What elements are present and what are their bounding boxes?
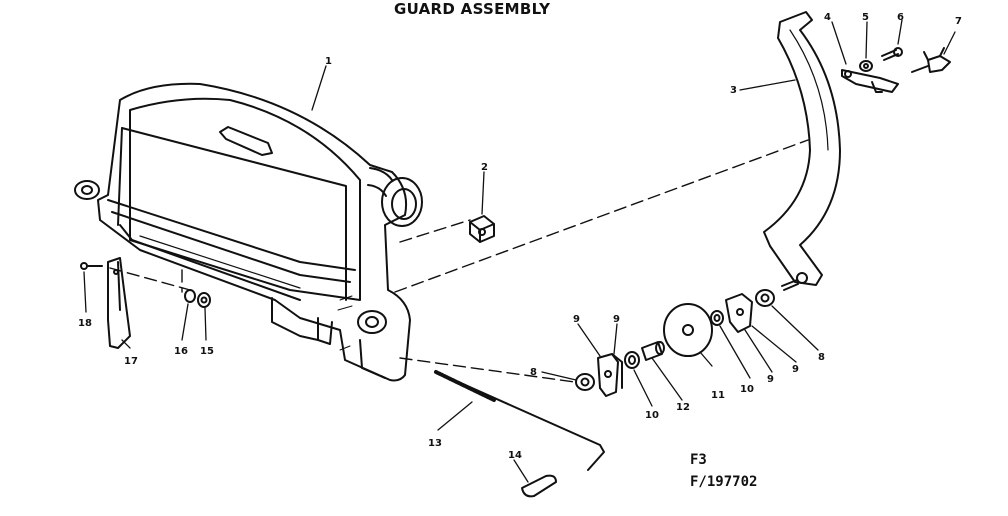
callout-10-b: 10 xyxy=(740,384,754,395)
callout-9-c: 9 xyxy=(767,374,774,385)
callout-labels: 1 2 3 4 5 6 7 8 8 9 9 9 9 10 10 11 12 13… xyxy=(78,12,962,461)
callout-3: 3 xyxy=(730,85,737,96)
square-nut xyxy=(469,215,495,243)
callout-18: 18 xyxy=(78,318,92,329)
callout-1: 1 xyxy=(325,56,332,67)
callout-15: 15 xyxy=(200,346,214,357)
callout-10-a: 10 xyxy=(645,410,659,421)
callout-9-d: 9 xyxy=(792,364,799,375)
assembly-dashed-lines xyxy=(109,139,809,383)
callout-14: 14 xyxy=(508,450,522,461)
callout-2: 2 xyxy=(481,162,488,173)
left-hardware xyxy=(80,257,211,349)
diagram-title: GUARD ASSEMBLY xyxy=(394,0,551,18)
pivot-hardware xyxy=(575,289,775,397)
callout-7: 7 xyxy=(955,16,962,27)
support-arm xyxy=(763,11,841,291)
callout-4: 4 xyxy=(824,12,831,23)
callout-6: 6 xyxy=(897,12,904,23)
part-code: F/197702 xyxy=(690,474,758,490)
guard-housing xyxy=(74,82,423,382)
callout-13: 13 xyxy=(428,438,442,449)
rod-and-pin xyxy=(434,370,605,498)
callout-5: 5 xyxy=(862,12,869,23)
callout-11: 11 xyxy=(711,390,725,401)
clamp-parts xyxy=(841,47,951,93)
figure-code: F3 xyxy=(690,452,707,468)
callout-8-left: 8 xyxy=(530,367,537,378)
callout-16: 16 xyxy=(174,346,188,357)
callout-9-a: 9 xyxy=(573,314,580,325)
callout-17: 17 xyxy=(124,356,138,367)
callout-12: 12 xyxy=(676,402,690,413)
leader-lines xyxy=(83,19,956,483)
callout-9-b: 9 xyxy=(613,314,620,325)
callout-8-right: 8 xyxy=(818,352,825,363)
